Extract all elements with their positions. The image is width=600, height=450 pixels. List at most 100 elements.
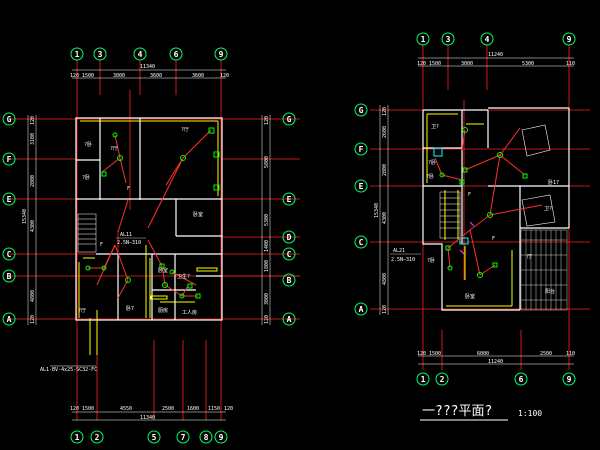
room-label: ?厅 bbox=[78, 308, 86, 314]
room-label: 卫? bbox=[431, 124, 439, 130]
dim-value: 1800 bbox=[264, 260, 270, 272]
axis-bubble: A bbox=[282, 312, 296, 326]
axis-bubble: E bbox=[2, 192, 16, 206]
panel-cable: 2.5N—310 bbox=[117, 240, 141, 246]
svg-text:2: 2 bbox=[440, 375, 445, 384]
axis-bubble: B bbox=[282, 273, 296, 287]
room-label: ?卧 bbox=[84, 141, 92, 148]
drawing-scale: 1:100 bbox=[518, 409, 542, 418]
axis-bubble: 4 bbox=[133, 47, 147, 61]
svg-text:3: 3 bbox=[446, 35, 451, 44]
svg-text:1: 1 bbox=[75, 50, 80, 59]
dim-value: 120 bbox=[30, 116, 36, 125]
axis-bubble: 5 bbox=[147, 430, 161, 444]
dim-value: 5800 bbox=[264, 156, 270, 168]
svg-text:2: 2 bbox=[95, 433, 100, 442]
svg-text:3: 3 bbox=[98, 50, 103, 59]
svg-text:1: 1 bbox=[75, 433, 80, 442]
dim-value: 5300 bbox=[264, 214, 270, 226]
dim-value: 3000 bbox=[113, 73, 125, 79]
dim-value: 3600 bbox=[150, 73, 162, 79]
svg-text:6: 6 bbox=[174, 50, 179, 59]
room-label: ?卧 bbox=[428, 159, 436, 166]
axis-bubble: 9 bbox=[214, 430, 228, 444]
axis-bubble: A bbox=[354, 302, 368, 316]
axis-bubble: E bbox=[282, 192, 296, 206]
svg-text:8: 8 bbox=[204, 433, 209, 442]
left-fixtures bbox=[85, 127, 220, 299]
room-label: F bbox=[127, 186, 130, 192]
left-dimension-lines bbox=[27, 69, 271, 421]
right-bottom-dims: 120 1500 6000 2500 110 11240 bbox=[417, 351, 575, 365]
right-furniture bbox=[521, 124, 556, 227]
svg-text:G: G bbox=[359, 106, 364, 115]
dim-value: 4550 bbox=[120, 406, 132, 412]
svg-text:C: C bbox=[359, 238, 364, 247]
panel-label: AL11 bbox=[120, 232, 132, 238]
dim-value: 120 bbox=[382, 107, 388, 116]
room-label: 卧室 bbox=[465, 293, 475, 300]
right-cyan-details bbox=[433, 147, 469, 245]
svg-text:A: A bbox=[359, 305, 364, 314]
axis-bubble: 3 bbox=[441, 32, 455, 46]
dim-value: 110 bbox=[566, 351, 575, 357]
svg-text:B: B bbox=[7, 272, 12, 281]
dim-total: 11240 bbox=[488, 359, 503, 365]
room-label: 厨房 bbox=[158, 307, 168, 314]
svg-text:E: E bbox=[359, 182, 364, 191]
svg-text:A: A bbox=[287, 315, 292, 324]
left-yellow-details bbox=[78, 120, 219, 318]
room-label: 卧室 bbox=[158, 267, 168, 274]
dim-value: 120 bbox=[30, 315, 36, 324]
right-top-dims: 11240 120 1500 3000 5300 110 bbox=[417, 52, 575, 67]
room-label: 阳台 bbox=[545, 288, 555, 295]
axis-bubble: 6 bbox=[169, 47, 183, 61]
axis-bubble: 6 bbox=[514, 372, 528, 386]
svg-text:4: 4 bbox=[138, 50, 143, 59]
dim-value: 15340 bbox=[374, 203, 380, 218]
axis-bubble: 9 bbox=[214, 47, 228, 61]
dim-value: 1500 bbox=[429, 351, 441, 357]
drawing-title: 一???平面? bbox=[422, 404, 492, 419]
dim-value: 2500 bbox=[162, 406, 174, 412]
dim-value: 4300 bbox=[30, 220, 36, 232]
cable-note: AL1-BV-4x25-SC32-FC bbox=[40, 367, 97, 373]
room-label: ?厅 bbox=[110, 146, 118, 152]
svg-text:5: 5 bbox=[152, 433, 157, 442]
room-label: ?卧 bbox=[426, 173, 434, 180]
axis-bubble: 9 bbox=[562, 372, 576, 386]
balcony-hatch bbox=[520, 229, 568, 311]
drawing-title-block: 一???平面? 1:100 bbox=[420, 404, 542, 421]
dim-total: 11340 bbox=[140, 64, 155, 70]
axis-bubble: 2 bbox=[435, 372, 449, 386]
room-label: ?卧 bbox=[82, 174, 90, 181]
room-label: ?卧 bbox=[427, 257, 435, 264]
dim-value: 120 bbox=[70, 406, 79, 412]
room-label: 工人房 bbox=[182, 309, 197, 316]
right-yellow-details bbox=[426, 113, 513, 307]
left-plan: ?卧 ?厅 ?厅 卧室 ?卧 卧室 ?厅 卧7 厨房 卫生? 工人房 F F A… bbox=[2, 47, 300, 444]
dim-value: 120 bbox=[417, 351, 426, 357]
room-label: F bbox=[468, 192, 471, 198]
room-label: F bbox=[492, 236, 495, 242]
dim-value: 2600 bbox=[382, 126, 388, 138]
right-room-labels: 卫? ?卧 ?卧 卧17 卫? 卧室 ?卧 阳台 厅 F F bbox=[426, 124, 559, 300]
axis-bubble: F bbox=[354, 142, 368, 156]
right-stairs bbox=[439, 191, 461, 239]
axis-bubble: C bbox=[2, 247, 16, 261]
dim-value: 15340 bbox=[22, 209, 28, 224]
svg-text:1: 1 bbox=[421, 375, 426, 384]
svg-text:G: G bbox=[7, 115, 12, 124]
room-label: ?厅 bbox=[181, 127, 189, 133]
svg-text:1: 1 bbox=[421, 35, 426, 44]
axis-bubble: G bbox=[354, 103, 368, 117]
left-walls bbox=[75, 117, 223, 321]
right-side-dims: 120 2600 2800 15340 4300 4800 120 bbox=[374, 107, 388, 314]
right-wiring bbox=[434, 127, 543, 276]
axis-bubble: 7 bbox=[176, 430, 190, 444]
right-plan: 卫? ?卧 ?卧 卧17 卫? 卧室 ?卧 阳台 厅 F F AL21 2.5N… bbox=[354, 32, 590, 386]
dim-value: 2800 bbox=[30, 175, 36, 187]
dim-value: 120 bbox=[417, 61, 426, 67]
